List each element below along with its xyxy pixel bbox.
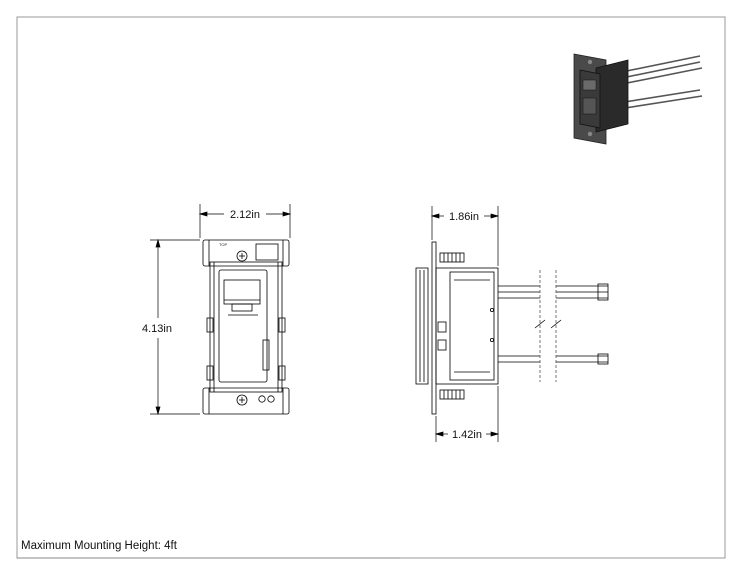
mounting-height-note: Maximum Mounting Height: 4ft (21, 540, 177, 552)
sheet-border (16, 16, 726, 559)
wire-break-marks (539, 270, 557, 382)
side-dimension-lines (430, 206, 500, 442)
front-view (202, 239, 290, 415)
front-screw-top (236, 250, 248, 262)
front-dimension-lines (150, 204, 292, 416)
isometric-preview (573, 53, 703, 145)
front-paddle (218, 269, 268, 383)
front-width-dim: 2.12in (230, 209, 260, 221)
side-strap (431, 241, 437, 415)
side-depth-dim: 1.86in (449, 211, 479, 223)
top-marking: TOP (219, 242, 227, 247)
front-strap-bottom (202, 387, 290, 415)
front-screw-bottom (236, 394, 248, 406)
preview-body-side (595, 59, 629, 133)
front-housing (209, 261, 283, 393)
side-faceplate (415, 267, 429, 385)
front-strap-top (202, 239, 290, 267)
side-screw-top (439, 252, 465, 263)
side-wires (498, 283, 609, 365)
front-height-dim: 4.13in (142, 323, 172, 335)
side-view (415, 241, 609, 415)
side-body-depth-dim: 1.42in (452, 429, 482, 441)
side-screw-bottom (439, 389, 465, 400)
side-body (435, 267, 499, 385)
